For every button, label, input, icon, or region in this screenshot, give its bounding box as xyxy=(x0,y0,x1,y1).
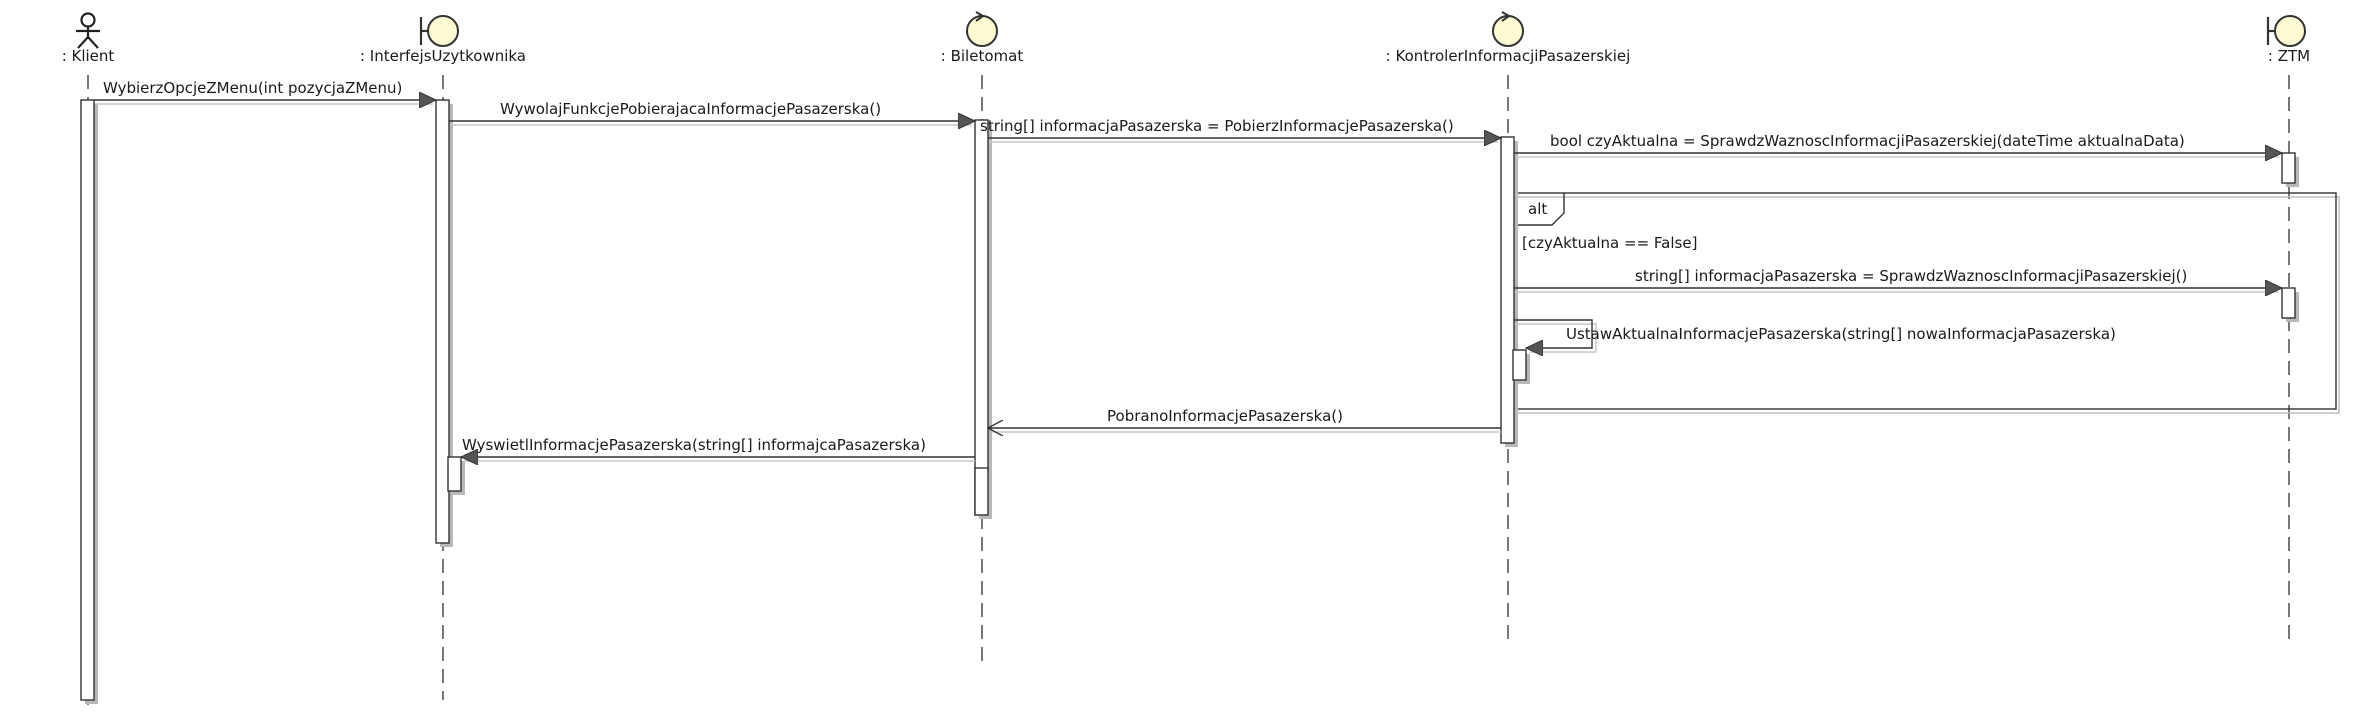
message-label: UstawAktualnaInformacjePasazerska(string… xyxy=(1566,325,2116,343)
participant-ztm: : ZTM xyxy=(2266,15,2310,65)
message-wyswietl-informacje: WyswietlInformacjePasazerska(string[] in… xyxy=(461,436,975,461)
message-label: WyswietlInformacjePasazerska(string[] in… xyxy=(462,436,926,454)
activation-kontroler xyxy=(1500,136,1515,444)
activation-biletomat-nested xyxy=(974,467,989,516)
activations xyxy=(80,99,2299,704)
message-sprawdz-waznosc-1: bool czyAktualna = SprawdzWaznoscInforma… xyxy=(1514,132,2282,157)
participant-label-kontroler: : KontrolerInformacjiPasazerskiej xyxy=(1386,47,1631,65)
boundary-icon xyxy=(2266,15,2306,47)
activation-klient xyxy=(80,99,95,701)
message-pobierz-informacje: string[] informacjaPasazerska = PobierzI… xyxy=(980,117,1501,142)
message-pobrano-informacje: PobranoInformacjePasazerska() xyxy=(988,407,1501,432)
fragment-operator: alt xyxy=(1528,200,1547,218)
lifelines xyxy=(87,75,2290,712)
participant-label-interfejs-uzytkownika: : InterfejsUzytkownika xyxy=(360,47,526,65)
actor-icon xyxy=(76,12,100,49)
message-label: bool czyAktualna = SprawdzWaznoscInforma… xyxy=(1550,132,2185,150)
participant-klient: : Klient xyxy=(62,12,115,65)
activation-ztm-1 xyxy=(2281,152,2296,184)
participant-kontroler: : KontrolerInformacjiPasazerskiej xyxy=(1386,11,1631,65)
activation-biletomat xyxy=(974,119,989,516)
participant-biletomat: : Biletomat xyxy=(941,11,1024,65)
message-label: PobranoInformacjePasazerska() xyxy=(1107,407,1343,425)
participant-label-ztm: : ZTM xyxy=(2268,47,2310,65)
message-ustaw-aktualna: UstawAktualnaInformacjePasazerska(string… xyxy=(1514,319,2116,352)
participant-interfejs-uzytkownika: : InterfejsUzytkownika xyxy=(360,15,526,65)
message-label: string[] informacjaPasazerska = SprawdzW… xyxy=(1635,267,2187,285)
boundary-icon xyxy=(419,15,459,47)
activation-interfejs-uzytkownika-nested xyxy=(447,456,462,492)
fragment-guard: [czyAktualna == False] xyxy=(1522,234,1697,252)
activation-kontroler-self xyxy=(1512,349,1527,381)
activation-ztm-2 xyxy=(2281,287,2296,319)
alt-fragment: alt [czyAktualna == False] xyxy=(1513,192,2340,414)
message-sprawdz-waznosc-2: string[] informacjaPasazerska = SprawdzW… xyxy=(1514,267,2282,292)
message-label: WybierzOpcjeZMenu(int pozycjaZMenu) xyxy=(103,79,402,97)
message-label: WywolajFunkcjePobierajacaInformacjePasaz… xyxy=(500,100,881,118)
messages: WybierzOpcjeZMenu(int pozycjaZMenu) Wywo… xyxy=(94,79,2282,461)
control-icon xyxy=(966,11,998,47)
message-wybierz-opcje: WybierzOpcjeZMenu(int pozycjaZMenu) xyxy=(94,79,436,104)
participant-label-biletomat: : Biletomat xyxy=(941,47,1024,65)
message-label: string[] informacjaPasazerska = PobierzI… xyxy=(980,117,1454,135)
participant-label-klient: : Klient xyxy=(62,47,115,65)
activation-interfejs-uzytkownika xyxy=(435,99,450,544)
message-wywolaj-funkcje: WywolajFunkcjePobierajacaInformacjePasaz… xyxy=(449,100,975,125)
control-icon xyxy=(1492,11,1524,47)
